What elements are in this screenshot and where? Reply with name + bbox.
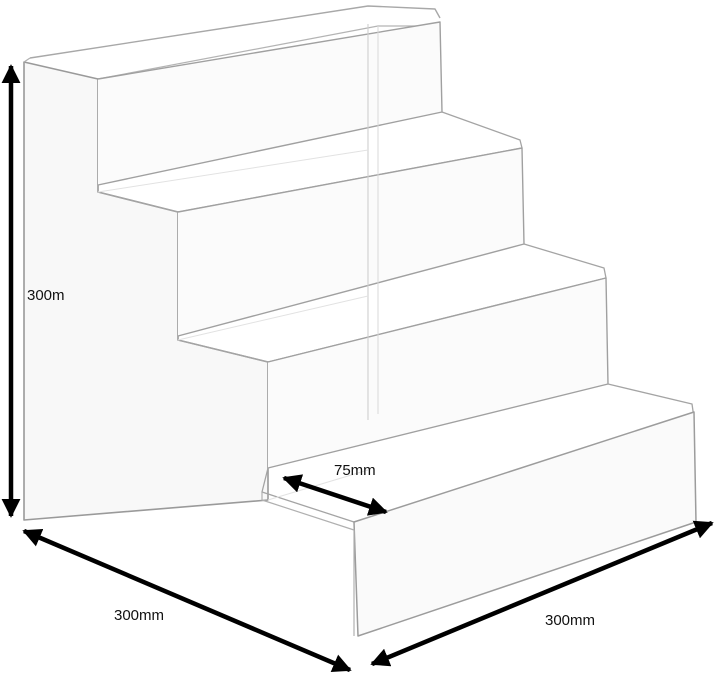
width-arrow bbox=[370, 520, 714, 667]
side-panel-back-edge bbox=[23, 57, 31, 63]
height-label: 300m bbox=[27, 287, 65, 304]
back-top-edge bbox=[29, 5, 441, 59]
tier-2-riser bbox=[177, 147, 525, 337]
step-depth-arrow bbox=[282, 474, 388, 516]
front-width-label: 300mm bbox=[545, 612, 596, 629]
inner-reflection-1 bbox=[97, 149, 369, 193]
tier-1-riser bbox=[97, 21, 443, 186]
step-depth-label: 75mm bbox=[334, 462, 376, 479]
inner-reflection-2 bbox=[177, 295, 369, 341]
tier-4-bottom-edge bbox=[261, 492, 355, 636]
riser-body bbox=[23, 5, 697, 637]
depth-arrow bbox=[22, 528, 352, 673]
tier-3-riser bbox=[267, 277, 609, 469]
side-depth-label: 300mm bbox=[114, 607, 165, 624]
dimension-arrows bbox=[1, 64, 714, 673]
